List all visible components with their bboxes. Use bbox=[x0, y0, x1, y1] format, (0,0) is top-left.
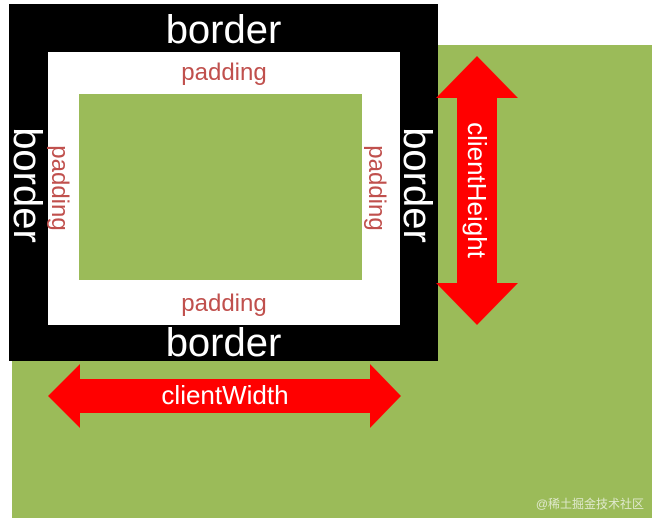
client-height-arrow bbox=[436, 56, 518, 325]
padding-label-bottom: padding bbox=[181, 290, 267, 317]
border-label-top: border bbox=[165, 8, 282, 52]
padding-label-top: padding bbox=[181, 59, 267, 86]
watermark: @稀土掘金技术社区 bbox=[535, 497, 644, 511]
client-width-arrow bbox=[48, 364, 401, 428]
border-label-bottom: border bbox=[165, 321, 282, 365]
client-height-label: clientHeight bbox=[462, 122, 492, 258]
content-box bbox=[79, 94, 362, 280]
client-width-label: clientWidth bbox=[161, 380, 289, 410]
